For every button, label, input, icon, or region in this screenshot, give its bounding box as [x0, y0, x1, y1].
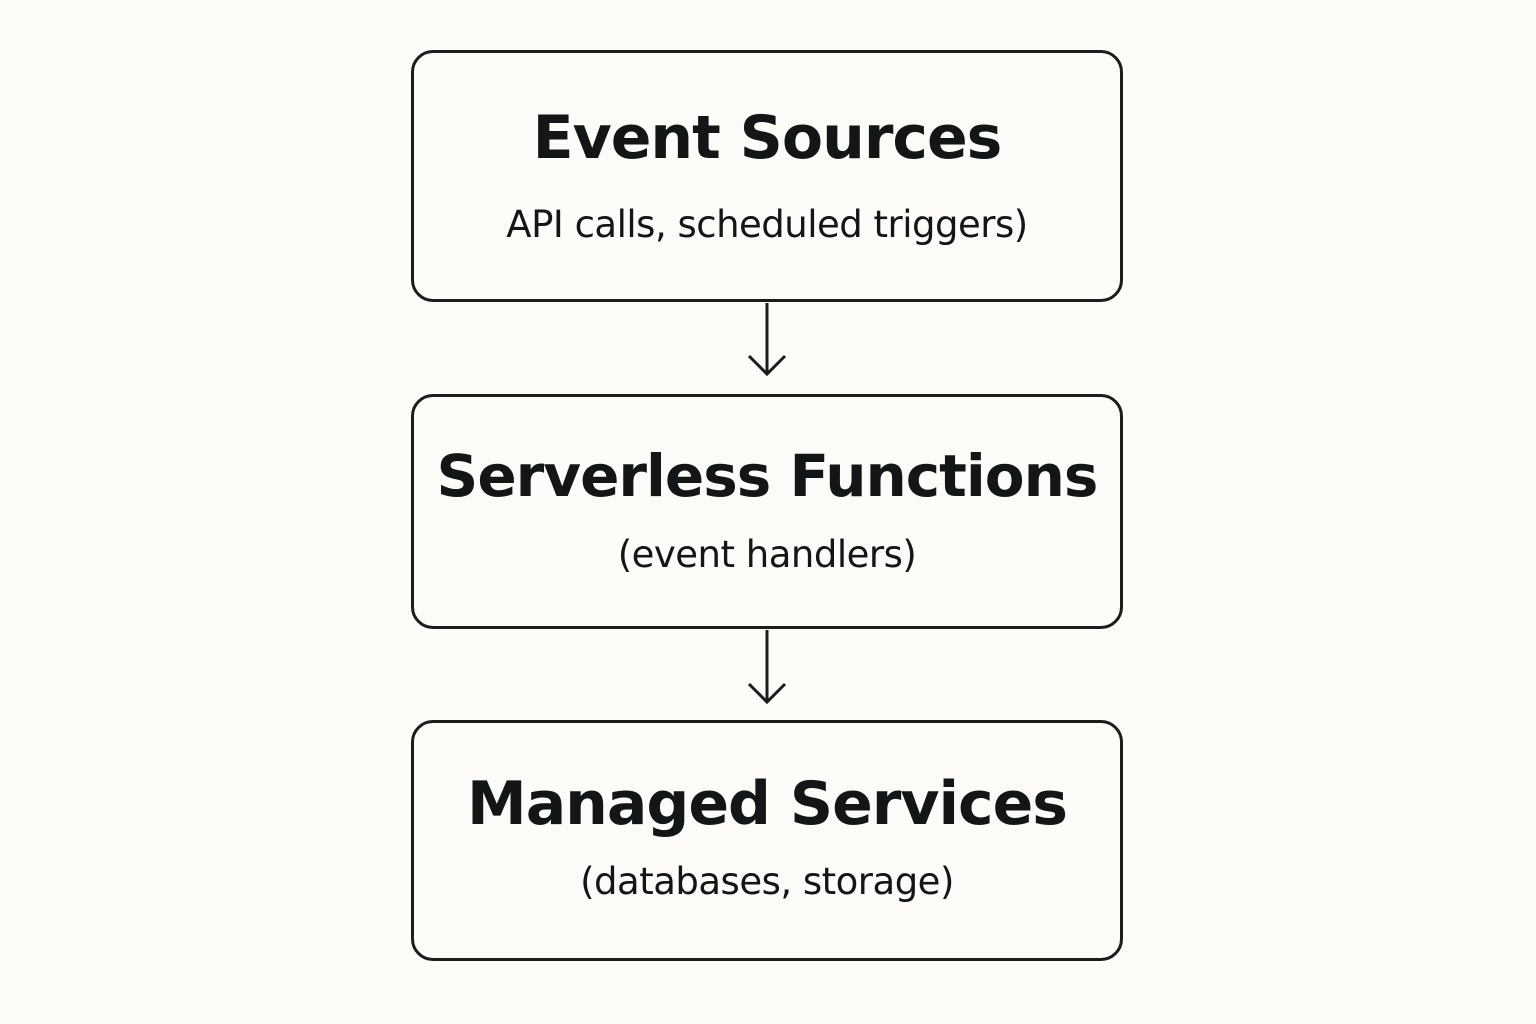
node-subtitle: API calls, scheduled triggers): [506, 203, 1028, 246]
node-title: Event Sources: [532, 103, 1003, 173]
node-subtitle: (event handlers): [617, 533, 917, 576]
arrow-serverless-functions-to-managed-services: [747, 630, 787, 705]
node-title: Serverless Functions: [436, 442, 1099, 510]
node-subtitle: (databases, storage): [580, 860, 954, 903]
node-title: Managed Services: [466, 769, 1068, 839]
node-managed-services: Managed Services (databases, storage): [411, 720, 1123, 961]
node-event-sources: Event Sources API calls, scheduled trigg…: [411, 50, 1123, 302]
arrow-event-sources-to-serverless-functions: [747, 303, 787, 377]
node-serverless-functions: Serverless Functions (event handlers): [411, 394, 1123, 629]
